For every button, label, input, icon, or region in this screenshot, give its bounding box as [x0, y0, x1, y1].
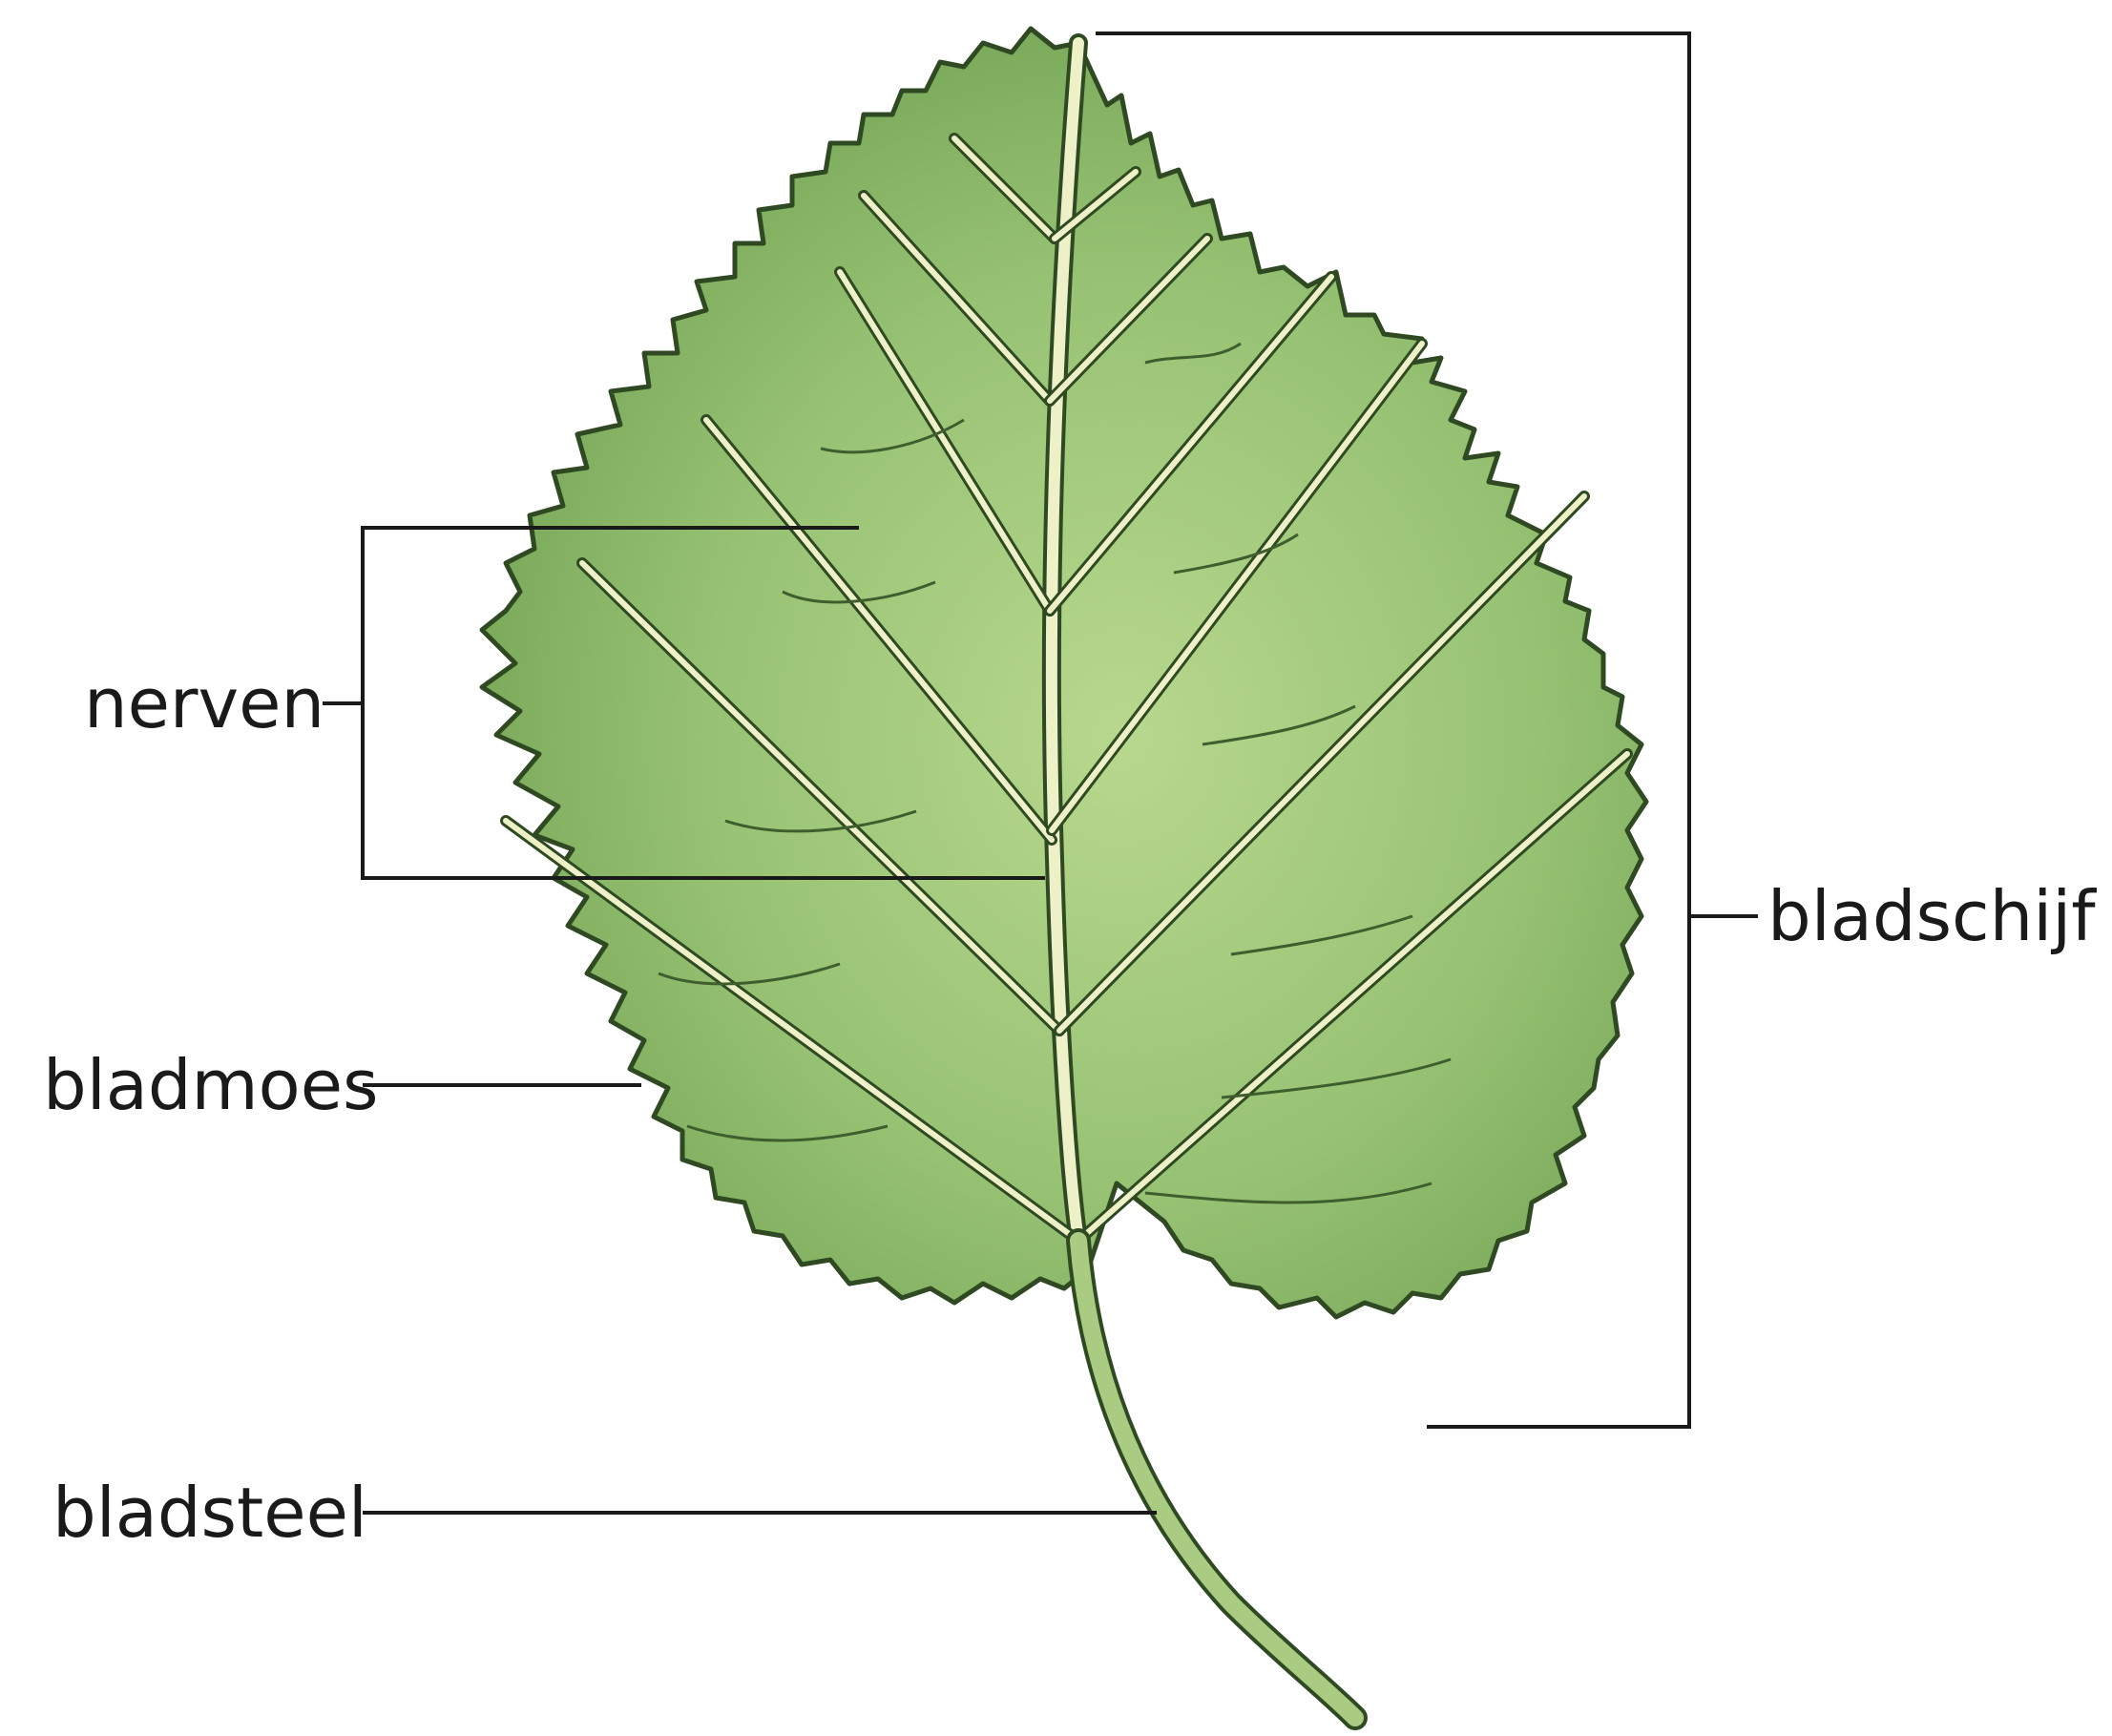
bladmoes-label: bladmoes	[43, 1045, 379, 1125]
leaf-blade	[482, 29, 1646, 1317]
bladsteel-label: bladsteel	[52, 1473, 367, 1553]
nerven-label: nerven	[84, 663, 324, 743]
bladschijf-label: bladschijf	[1767, 876, 2097, 956]
petiole	[1078, 1241, 1355, 1718]
